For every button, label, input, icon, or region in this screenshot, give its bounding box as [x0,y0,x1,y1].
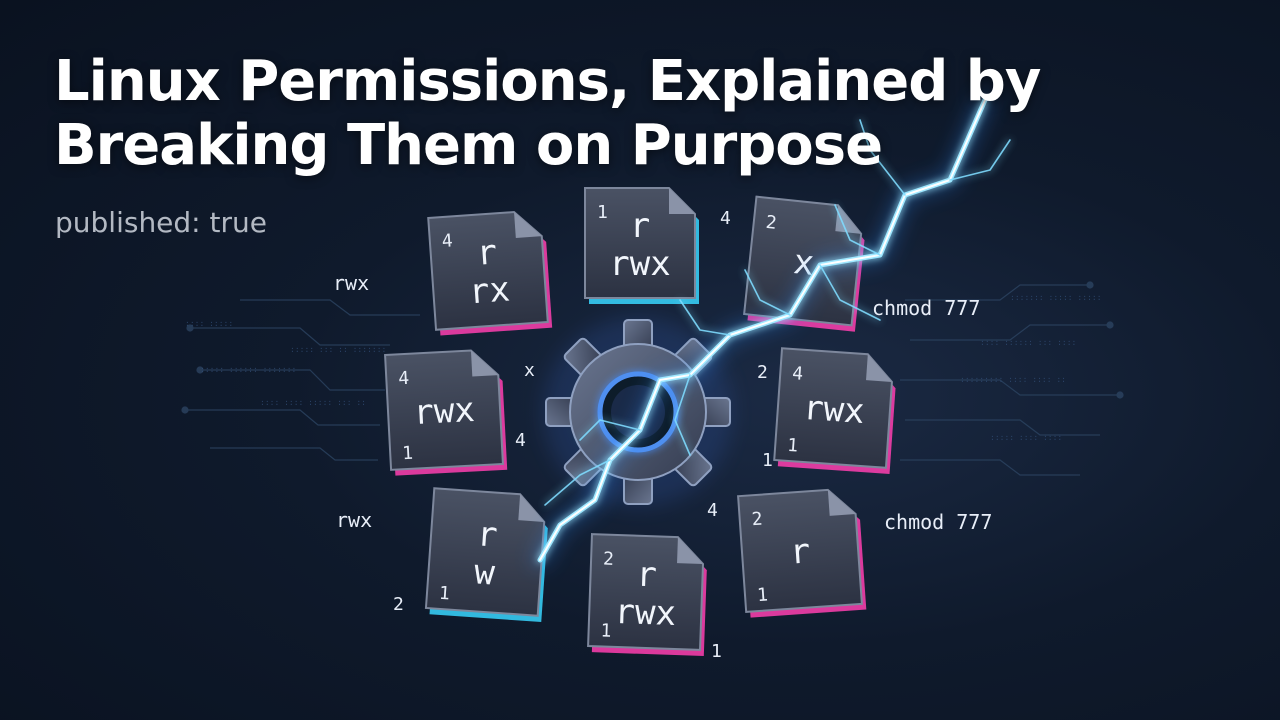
lightning-icon [533,93,1011,567]
card-permission-text: rwx [802,388,866,432]
svg-text::::: :::: ::::: ::: ::: :::: :::: ::::: ::: :: [260,398,366,407]
card-permission-text: r [636,555,658,596]
card-fold [677,537,704,564]
faint-code-text: :::: ::::: ::::: ::: :: ::::::: ::::: ::… [185,293,1102,442]
card-digit: 1 [787,435,799,457]
page-title: Linux Permissions, Explained by Breaking… [54,50,1154,178]
card-digit: 1 [438,583,450,605]
floating-labels: rwx rwx chmod 777 chmod 777 x 4 4 2 4 1 … [333,208,992,662]
card-body [424,487,546,617]
card-fold [470,350,499,377]
title-line: Breaking Them on Purpose [54,113,883,178]
card-digit: 1 [600,620,612,641]
card-permission-text: rx [468,270,512,313]
floating-label: chmod 777 [884,510,992,534]
floating-label: rwx [336,508,372,532]
card-body [584,187,696,299]
card-digit: 1 [597,202,608,223]
card-fold [827,489,856,516]
svg-text::::: :::::: ::: ::::: :::: :::::: ::: :::: [980,338,1076,347]
file-card: r 2 1 [737,488,867,618]
card-body [773,347,893,469]
card-permission-text: r [630,206,650,246]
floating-label: 2 [757,362,768,383]
published-status: published: true [55,206,267,239]
card-permission-text: r [789,531,812,572]
svg-text:::::::::: :::: :::: ::: ::::::::: :::: :::: :: [960,375,1066,384]
card-fold [518,494,545,522]
card-permission-text: rwx [614,592,677,634]
floating-label: rwx [333,271,369,295]
file-card: rw 1 [424,487,548,623]
svg-text::::: :::::: :::: ::::: [185,319,233,328]
title-line: Linux Permissions, Explained by [54,49,1041,114]
file-card: rwx 4 1 [773,347,896,475]
card-permission-text: rwx [412,390,475,433]
card-digit: 1 [402,443,414,465]
card-permission-text: r [475,232,498,273]
card-permission-text: rwx [609,244,670,284]
floating-label: x [524,360,535,381]
gear-icon [543,317,733,507]
card-digit: 2 [751,509,763,531]
card-permission-text: w [473,552,497,593]
svg-text:::::: :::::: :::::::: ::::: :::::: ::::::: [200,365,296,374]
card-digit: 2 [765,212,778,234]
card-body [384,349,504,471]
card-body [737,488,863,613]
svg-text:::::: :::: ::::: ::::: :::: :::: [990,433,1062,442]
card-digit: 2 [603,548,615,569]
floating-label: 1 [762,450,773,471]
floating-label: 1 [711,641,722,662]
card-permission-text: r [476,514,499,555]
floating-label: chmod 777 [872,296,980,320]
card-digit: 4 [441,230,453,252]
svg-text:::::::: ::::: :::::: ::::::: ::::: ::::: [1010,293,1102,302]
svg-text:::::: ::: :: :::::::: ::::: ::: :: ::::::: [290,345,386,354]
card-digit: 4 [792,363,804,385]
floating-label: 4 [707,500,718,521]
card-digit: 4 [398,368,410,390]
card-fold [669,188,695,214]
file-card: x2 [743,195,865,332]
floating-label: 4 [515,430,526,451]
card-body [587,533,705,651]
card-fold [514,212,542,238]
card-fold [866,354,892,382]
floating-label: 4 [720,208,731,229]
card-body [743,195,863,327]
card-fold [835,205,862,234]
floating-label: 2 [393,594,404,615]
circuit-traces [181,281,1124,476]
card-digit: 1 [756,584,768,606]
file-card: rrx 4 [427,211,553,336]
card-body [427,211,549,331]
